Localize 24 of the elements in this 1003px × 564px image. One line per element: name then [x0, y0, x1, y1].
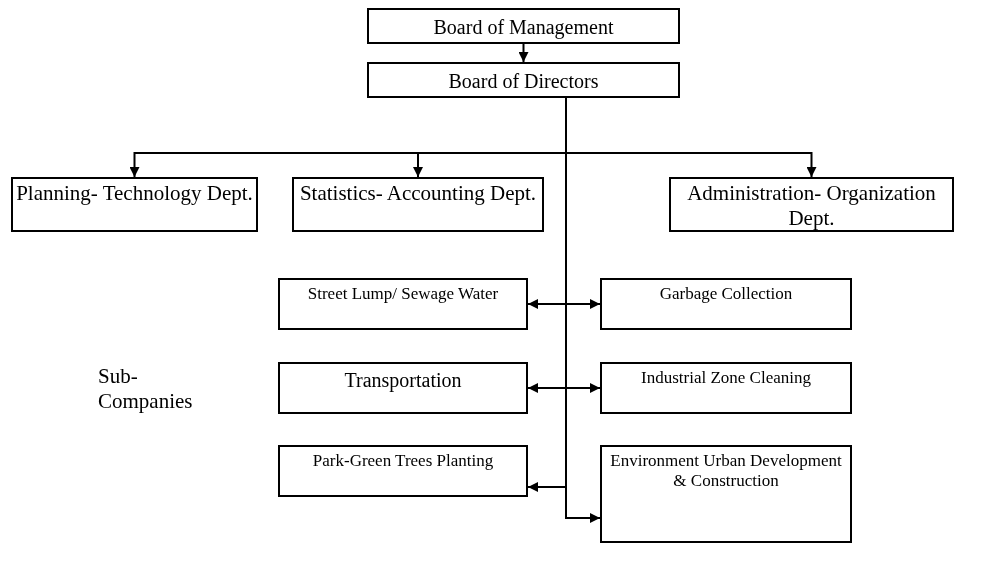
box-label: Board of Management: [433, 15, 614, 39]
box-label: Administration- Organization Dept.: [686, 181, 937, 232]
department-box: [11, 177, 258, 232]
sub-company-box: [600, 445, 852, 543]
box-label: Planning- Technology Dept.: [16, 181, 253, 207]
box-label: Environment Urban Development & Construction: [609, 451, 843, 492]
sub-company-box: [600, 362, 852, 414]
box-label: Industrial Zone Cleaning: [641, 368, 811, 389]
box-label: Garbage Collection: [659, 284, 793, 305]
box-label: Statistics- Accounting Dept.: [299, 181, 537, 207]
sub-company-box: [278, 362, 528, 414]
box-label: Street Lump/ Sewage Water: [307, 284, 499, 305]
department-box: [669, 177, 954, 232]
box-label: Transportation: [344, 368, 462, 392]
sub-company-box: [600, 278, 852, 330]
box-label: Park-Green Trees Planting: [312, 451, 494, 472]
sub-company-box: [278, 278, 528, 330]
connector-arrow: [518, 43, 529, 63]
sub-company-box: [278, 445, 528, 497]
management-box: [367, 62, 680, 98]
box-label: Board of Directors: [448, 69, 599, 93]
group-label: Sub- Companies: [98, 364, 194, 415]
department-box: [292, 177, 544, 232]
management-box: [367, 8, 680, 44]
